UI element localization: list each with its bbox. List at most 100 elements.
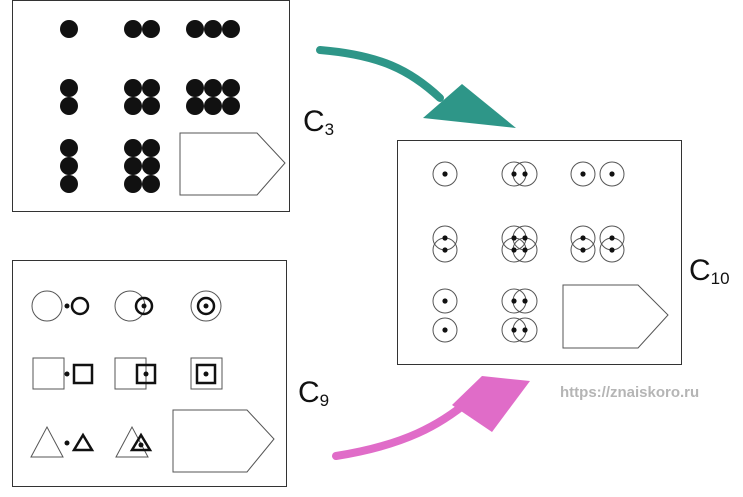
small-square	[72, 363, 94, 385]
arrow-bottom-head	[452, 376, 530, 432]
panel-c3-figure	[60, 20, 286, 196]
dot	[124, 97, 142, 115]
dot	[60, 20, 78, 38]
small-dot	[203, 303, 209, 309]
ring	[599, 161, 625, 187]
label-c10-sub: 10	[710, 269, 730, 288]
dot	[442, 171, 448, 177]
dot	[580, 235, 586, 241]
dot	[60, 79, 78, 97]
small-square	[195, 363, 217, 385]
label-c9-main: C	[298, 376, 320, 409]
big-circle	[114, 290, 146, 322]
dot	[442, 247, 448, 253]
dot	[60, 139, 78, 157]
big-triangle	[30, 425, 64, 458]
arrow-top-shaft	[316, 46, 444, 102]
dot	[222, 20, 240, 38]
dot	[204, 97, 222, 115]
small-circle	[70, 296, 90, 316]
dot	[580, 247, 586, 253]
big-square	[32, 357, 65, 390]
answer-placeholder	[562, 284, 669, 349]
dot	[142, 79, 160, 97]
dot	[609, 171, 615, 177]
small-dot	[138, 442, 144, 448]
dot	[511, 247, 517, 253]
small-circle	[196, 296, 216, 316]
small-triangle	[71, 432, 95, 452]
dot	[442, 327, 448, 333]
small-triangle	[129, 432, 153, 452]
dot	[60, 175, 78, 193]
dot	[580, 171, 586, 177]
big-circle	[190, 290, 222, 322]
small-dot	[64, 303, 70, 309]
dot	[186, 20, 204, 38]
small-dot	[64, 440, 70, 446]
dot	[522, 235, 528, 241]
big-square	[190, 357, 223, 390]
dot	[511, 327, 517, 333]
small-dot	[143, 371, 149, 377]
panel-c10	[397, 140, 682, 365]
dot	[204, 20, 222, 38]
dot	[522, 298, 528, 304]
label-c10-main: C	[689, 254, 711, 287]
dot	[186, 79, 204, 97]
panel-c10-figure	[432, 161, 669, 349]
label-c10: C10	[689, 254, 730, 288]
dot	[522, 171, 528, 177]
big-circle	[31, 290, 63, 322]
dot	[186, 97, 204, 115]
small-circle	[134, 296, 154, 316]
dot	[511, 235, 517, 241]
panel-c9	[12, 260, 287, 487]
ring	[570, 161, 596, 187]
small-dot	[64, 371, 70, 377]
label-c3-main: C	[303, 105, 325, 138]
dot	[511, 298, 517, 304]
ring	[432, 161, 458, 187]
label-c3: C3	[303, 105, 335, 139]
dot	[124, 79, 142, 97]
dot	[124, 157, 142, 175]
big-triangle	[115, 425, 149, 458]
dot	[142, 20, 160, 38]
dot	[442, 235, 448, 241]
answer-placeholder	[179, 132, 286, 196]
arrow-top-head	[423, 84, 516, 128]
dot	[60, 157, 78, 175]
dot	[442, 298, 448, 304]
dot	[511, 171, 517, 177]
dot	[124, 20, 142, 38]
dot	[222, 79, 240, 97]
dot	[142, 157, 160, 175]
dot	[522, 327, 528, 333]
dot	[124, 175, 142, 193]
panel-c3	[12, 0, 290, 212]
arrow-bottom-shaft	[332, 396, 474, 460]
watermark: https://znaiskoro.ru	[560, 384, 700, 401]
ring	[432, 288, 458, 314]
label-c9-sub: 9	[319, 391, 330, 410]
answer-placeholder	[172, 409, 275, 473]
big-square	[114, 357, 147, 390]
small-dot	[203, 371, 209, 377]
label-c9: C9	[298, 376, 330, 410]
small-square	[135, 363, 157, 385]
dot	[204, 79, 222, 97]
dot	[609, 235, 615, 241]
dot	[142, 139, 160, 157]
dot	[142, 175, 160, 193]
dot	[222, 97, 240, 115]
dot	[522, 247, 528, 253]
dot	[142, 97, 160, 115]
dot	[124, 139, 142, 157]
label-c3-sub: 3	[324, 120, 335, 139]
panel-c9-figure	[30, 290, 275, 473]
ring	[432, 317, 458, 343]
dot	[60, 97, 78, 115]
dot	[609, 247, 615, 253]
small-dot	[141, 303, 147, 309]
